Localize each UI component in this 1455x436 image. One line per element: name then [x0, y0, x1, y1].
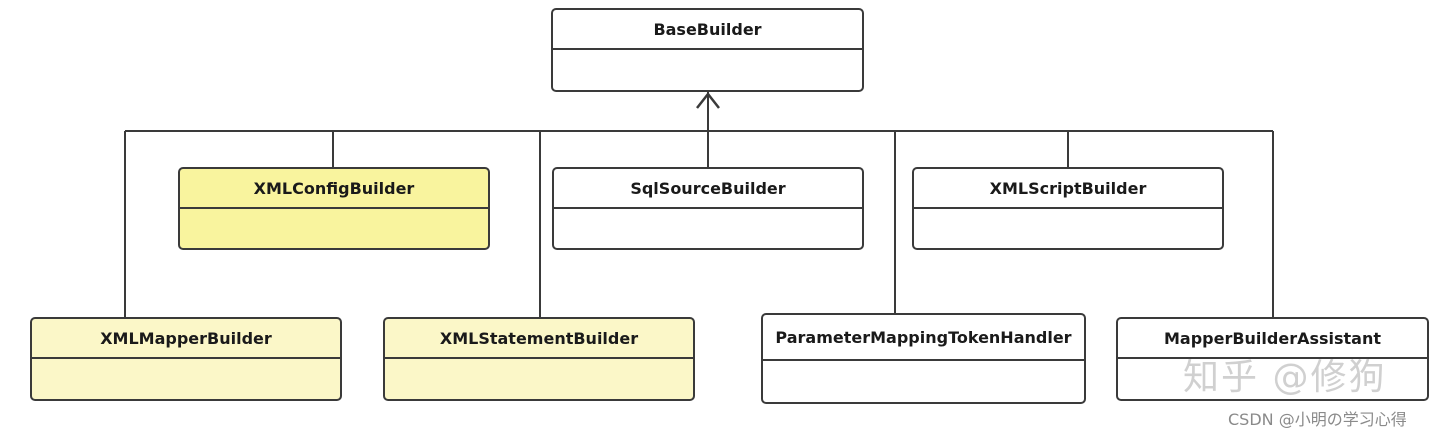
class-name: XMLStatementBuilder: [385, 319, 693, 359]
class-name: XMLConfigBuilder: [180, 169, 488, 209]
class-name: ParameterMappingTokenHandler: [763, 315, 1084, 361]
watermark-csdn: CSDN @小明の学习心得: [1228, 410, 1407, 429]
class-name: MapperBuilderAssistant: [1118, 319, 1427, 359]
class-base-builder: BaseBuilder: [551, 8, 864, 92]
class-name: BaseBuilder: [553, 10, 862, 50]
watermark-zhihu: 知乎 @修狗: [1183, 357, 1387, 398]
inheritance-arrowhead: [696, 91, 720, 109]
class-body: [914, 209, 1222, 248]
class-sql-source-builder: SqlSourceBuilder: [552, 167, 864, 250]
class-xml-statement-builder: XMLStatementBuilder: [383, 317, 695, 401]
class-parameter-mapping-token-handler: ParameterMappingTokenHandler: [761, 313, 1086, 404]
class-body: [180, 209, 488, 248]
class-name: XMLScriptBuilder: [914, 169, 1222, 209]
class-xml-script-builder: XMLScriptBuilder: [912, 167, 1224, 250]
class-xml-mapper-builder: XMLMapperBuilder: [30, 317, 342, 401]
class-mapper-builder-assistant: MapperBuilderAssistant: [1116, 317, 1429, 401]
class-body: [763, 361, 1084, 402]
class-body: [32, 359, 340, 399]
class-name: SqlSourceBuilder: [554, 169, 862, 209]
class-xml-config-builder: XMLConfigBuilder: [178, 167, 490, 250]
class-name: XMLMapperBuilder: [32, 319, 340, 359]
class-body: [553, 50, 862, 90]
class-body: [554, 209, 862, 248]
class-body: [385, 359, 693, 399]
